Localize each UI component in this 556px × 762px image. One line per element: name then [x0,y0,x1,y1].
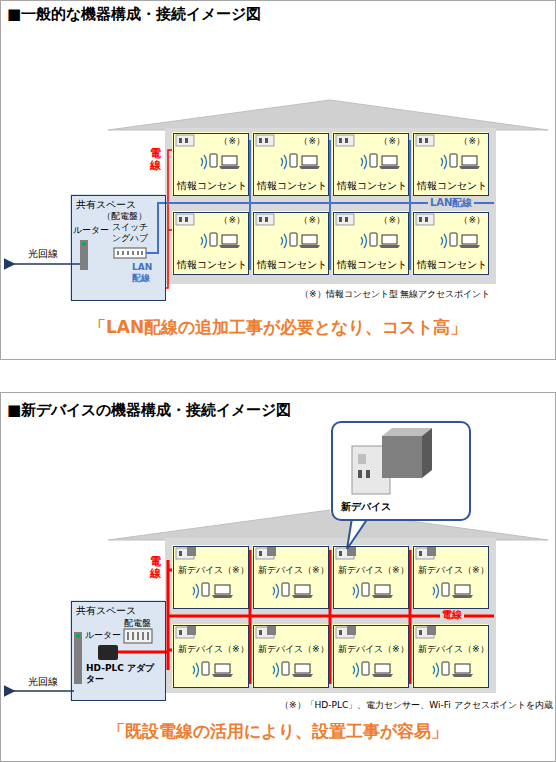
wire-label: LAN配線 [132,262,158,284]
panel-frame: ■一般的な機器構成・接続イメージ図「LAN配線の追加工事が必要となり、コスト高」… [0,0,556,360]
room-box: 新デバイス（※） [173,625,249,688]
room-label: 新デバイス（※） [338,565,409,576]
room-label: 情報コンセント [257,180,327,191]
room-box: （※） 情報コンセント [333,212,409,275]
room-box: （※） 情報コンセント [333,133,409,196]
note-mark: （※） [299,215,325,226]
hub-label: スイッチングハブ [112,222,148,244]
room-box: 新デバイス（※） [333,546,409,609]
room-box: 新デバイス（※） [413,625,489,688]
panel-heading: ■一般的な機器構成・接続イメージ図 [7,5,261,23]
panel-board-label: （配電盤） [102,211,147,222]
wire-label: 電線 [150,556,161,580]
note-mark: （※） [299,136,325,147]
room-box: （※） 情報コンセント [173,133,249,196]
room-box: 新デバイス（※） [253,625,329,688]
room-label: 新デバイス（※） [258,565,329,576]
line-label: 光回線 [28,248,58,260]
room-label: 新デバイス（※） [338,644,409,655]
note-mark: （※） [379,136,405,147]
panel-heading: ■新デバイスの機器構成・接続イメージ図 [7,401,291,419]
note-mark: （※） [379,215,405,226]
line-label: 光回線 [28,676,58,688]
room-box: （※） 情報コンセント [253,212,329,275]
note-mark: （※） [219,136,245,147]
note-mark: （※） [459,136,485,147]
router-label: ルーター [85,630,121,641]
room-box: 新デバイス（※） [413,546,489,609]
room-box: 新デバイス（※） [333,625,409,688]
adapter-label: HD-PLC アダプター [86,663,156,685]
shared-space-box: 共有スペース（配電盤） [71,195,166,301]
room-box: （※） 情報コンセント [253,133,329,196]
room-box: 新デバイス（※） [173,546,249,609]
room-label: 新デバイス（※） [418,644,489,655]
room-label: 情報コンセント [257,259,327,270]
room-label: 新デバイス（※） [178,644,249,655]
footnote: （※）「HD-PLC」、電力センサー、Wi-Fi アクセスポイントを内蔵 [280,700,553,711]
room-label: 情報コンセント [337,180,407,191]
callout-label: 新デバイス [341,501,391,513]
room-label: 新デバイス（※） [178,565,249,576]
panel-caption: 「既設電線の活用により、設置工事が容易」 [1,721,555,741]
room-label: 情報コンセント [417,259,487,270]
wire-label: 電線 [150,148,161,172]
footnote: （※）情報コンセント型 無線アクセスポイント [300,289,490,300]
room-box: 新デバイス（※） [253,546,329,609]
room-label: 新デバイス（※） [258,644,329,655]
note-mark: （※） [459,215,485,226]
wire-label: 電線 [440,609,464,621]
room-box: （※） 情報コンセント [173,212,249,275]
room-label: 情報コンセント [177,259,247,270]
room-label: 情報コンセント [417,180,487,191]
callout-bubble: 新デバイス [331,421,471,521]
box-heading: 共有スペース [76,605,136,617]
router-label: ルーター [73,225,109,236]
panel-caption: 「LAN配線の追加工事が必要となり、コスト高」 [1,317,555,337]
room-box: （※） 情報コンセント [413,133,489,196]
room-label: 情報コンセント [337,259,407,270]
room-label: 新デバイス（※） [418,565,489,576]
panel-board-label: 配電盤 [124,618,151,629]
room-label: 情報コンセント [177,180,247,191]
wire-label: LAN配線 [428,197,474,209]
box-heading: 共有スペース [76,199,136,211]
room-box: （※） 情報コンセント [413,212,489,275]
note-mark: （※） [219,215,245,226]
shared-space-box: 共有スペース配電盤 [71,601,166,701]
